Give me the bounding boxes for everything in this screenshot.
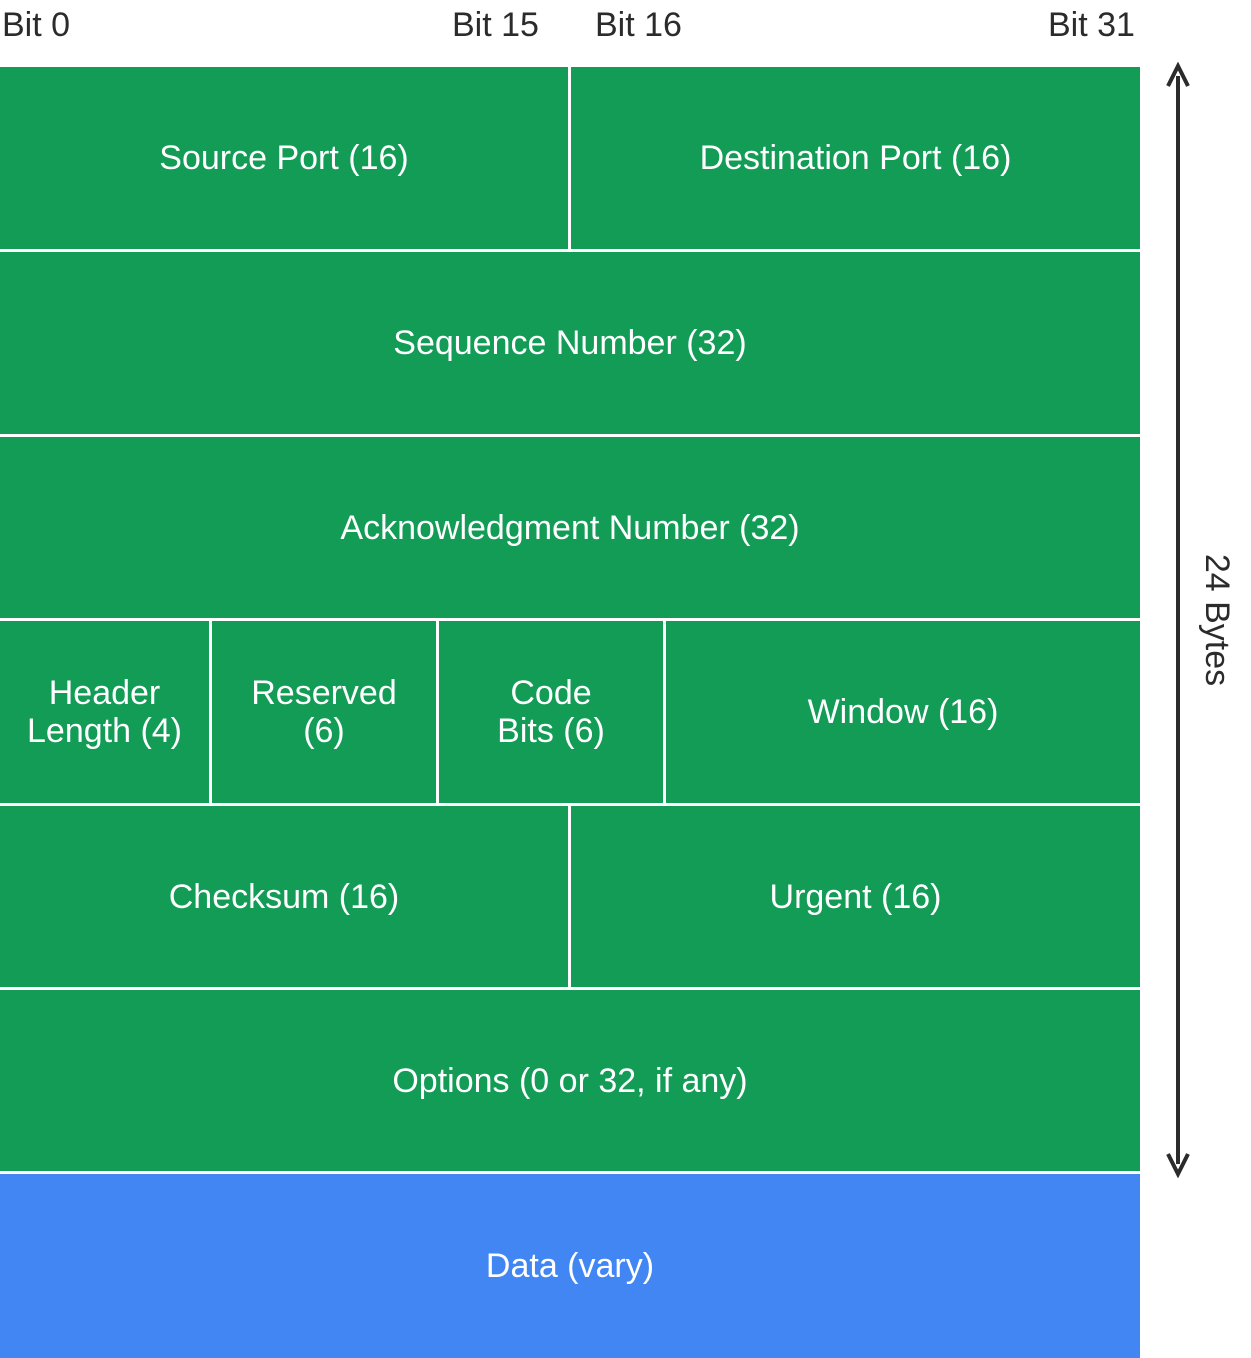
field-options: Options (0 or 32, if any) (0, 990, 1140, 1171)
bit-31-label: Bit 31 (1048, 6, 1135, 44)
field-window: Window (16) (666, 621, 1140, 803)
field-urgent: Urgent (16) (571, 806, 1140, 987)
bit-16-label: Bit 16 (595, 6, 682, 44)
field-reserved: Reserved (6) (212, 621, 436, 803)
field-acknowledgment-number: Acknowledgment Number (32) (0, 437, 1140, 618)
field-destination-port: Destination Port (16) (571, 67, 1140, 249)
bit-15-label: Bit 15 (452, 6, 539, 44)
field-source-port: Source Port (16) (0, 67, 568, 249)
field-code-bits: Code Bits (6) (439, 621, 663, 803)
field-data: Data (vary) (0, 1174, 1140, 1358)
size-label: 24 Bytes (1198, 553, 1236, 687)
field-checksum: Checksum (16) (0, 806, 568, 987)
field-header-length: Header Length (4) (0, 621, 209, 803)
bit-0-label: Bit 0 (2, 6, 71, 44)
field-sequence-number: Sequence Number (32) (0, 252, 1140, 434)
size-dimension-arrow (1166, 62, 1190, 1178)
